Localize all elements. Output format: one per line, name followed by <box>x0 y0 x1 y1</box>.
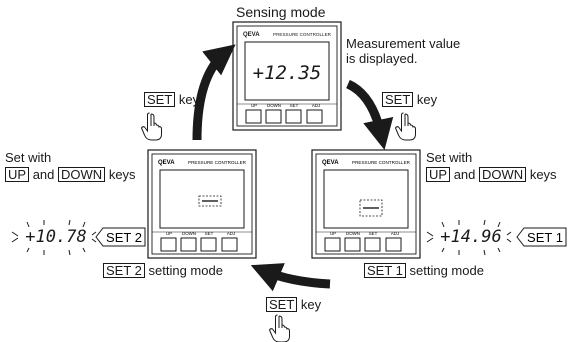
set-key-label-left: SET key <box>144 92 199 107</box>
key-label-down: DOWN <box>346 231 360 236</box>
and-word: and <box>453 167 476 182</box>
device-set1: QEVA PRESSURE CONTROLLER UP DOWN SET ADJ <box>311 149 421 259</box>
key-word: key <box>178 92 200 107</box>
display-reading: +12.35 <box>253 62 322 84</box>
measurement-note-line1: Measurement value <box>346 36 461 51</box>
device-set2: QEVA PRESSURE CONTROLLER UP DOWN SET ADJ <box>147 149 257 259</box>
down-key[interactable] <box>265 109 282 124</box>
set-key[interactable] <box>364 237 381 252</box>
up-key-box: UP <box>426 167 451 182</box>
key-label-up: UP <box>251 103 257 108</box>
and-word: and <box>32 167 55 182</box>
display-window <box>323 169 409 229</box>
arrow-set1-to-set2 <box>250 263 331 292</box>
arrow-sensing-to-set1 <box>345 79 394 150</box>
keys-word: keys <box>108 167 136 182</box>
measurement-note-line2: is displayed. <box>346 51 418 66</box>
down-key[interactable] <box>180 237 197 252</box>
adj-key[interactable] <box>385 237 402 252</box>
key-labels: UP DOWN SET ADJ <box>166 231 235 236</box>
set-key-label-right: SET key <box>382 92 437 107</box>
adj-key[interactable] <box>306 109 323 124</box>
set1-mode-suffix: setting mode <box>409 263 484 278</box>
set1-flash-tag-label: SET 1 <box>527 230 563 245</box>
key-word: key <box>416 92 438 107</box>
key-label-adj: ADJ <box>312 103 320 108</box>
key-label-up: UP <box>330 231 336 236</box>
set1-mode-box: SET 1 <box>364 263 406 278</box>
device-brand: QEVA <box>243 32 260 38</box>
device-sensing: QEVA PRESSURE CONTROLLER +12.35 UP DOWN … <box>232 21 342 131</box>
key-label-set: SET <box>290 103 299 108</box>
set-with-line1: Set with <box>5 150 52 165</box>
key-label-adj: ADJ <box>391 231 399 236</box>
set2-mode-box: SET 2 <box>103 263 145 278</box>
pointing-hand-icon <box>268 314 290 342</box>
set-key[interactable] <box>285 109 302 124</box>
set2-setting-mode-label: SET 2 setting mode <box>103 263 223 278</box>
down-key-box: DOWN <box>58 167 106 182</box>
up-key-box: UP <box>5 167 30 182</box>
flashing-value-set2: +10.78 <box>11 219 97 256</box>
set-key[interactable] <box>200 237 217 252</box>
up-key[interactable] <box>324 237 341 252</box>
set2-flash-tag-label: SET 2 <box>106 230 142 245</box>
down-key[interactable] <box>344 237 361 252</box>
setting-segment-indicator <box>359 199 383 217</box>
pointing-hand-icon <box>140 112 162 141</box>
display-window <box>244 41 330 101</box>
key-label-set: SET <box>369 231 378 236</box>
key-label-set: SET <box>205 231 214 236</box>
device-model: PRESSURE CONTROLLER <box>352 160 411 165</box>
pointing-hand-icon <box>394 112 416 141</box>
adj-key[interactable] <box>221 237 238 252</box>
up-key[interactable] <box>160 237 177 252</box>
set2-flash-tag: SET 2 <box>95 227 146 247</box>
key-word: key <box>300 297 322 312</box>
measurement-note: Measurement value is displayed. <box>346 36 460 66</box>
sensing-mode-title: Sensing mode <box>236 4 326 20</box>
device-brand: QEVA <box>322 160 339 166</box>
device-brand: QEVA <box>158 160 175 166</box>
set-key-box: SET <box>266 297 298 312</box>
set1-setting-mode-label: SET 1 setting mode <box>364 263 484 278</box>
key-label-adj: ADJ <box>227 231 235 236</box>
set2-mode-suffix: setting mode <box>148 263 223 278</box>
flash-reading-set1: +14.96 <box>440 227 501 247</box>
set1-flash-tag: SET 1 <box>516 227 567 247</box>
key-label-down: DOWN <box>182 231 196 236</box>
flashing-value-set1: +14.96 <box>426 219 512 256</box>
set-key-box: SET <box>382 92 414 107</box>
set-with-instruction-right: Set with UP and DOWN keys <box>426 150 557 182</box>
set-with-line1: Set with <box>426 150 473 165</box>
display-window <box>159 169 245 229</box>
set-with-instruction-left: Set with UP and DOWN keys <box>5 150 136 182</box>
setting-segment-indicator <box>198 195 222 207</box>
up-key[interactable] <box>245 109 262 124</box>
flash-reading-set2: +10.78 <box>25 227 86 247</box>
set-key-box: SET <box>144 92 176 107</box>
key-labels: UP DOWN SET ADJ <box>251 103 320 108</box>
arrow-set2-to-sensing <box>192 44 236 141</box>
key-label-down: DOWN <box>267 103 281 108</box>
keys-word: keys <box>529 167 557 182</box>
device-model: PRESSURE CONTROLLER <box>273 32 332 37</box>
key-label-up: UP <box>166 231 172 236</box>
device-model: PRESSURE CONTROLLER <box>188 160 247 165</box>
down-key-box: DOWN <box>479 167 527 182</box>
key-labels: UP DOWN SET ADJ <box>330 231 399 236</box>
set-key-label-bottom: SET key <box>266 297 321 312</box>
